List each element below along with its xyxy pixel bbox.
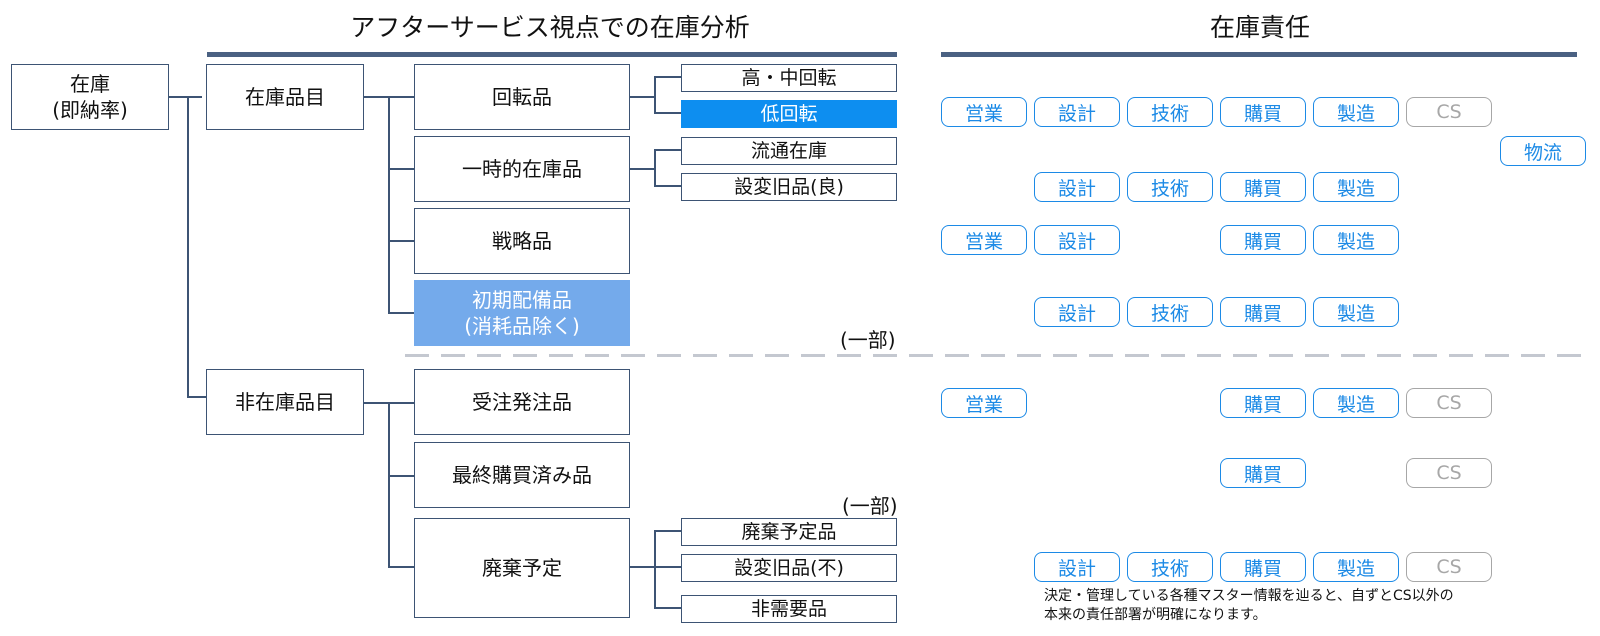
responsibility-title: 在庫責任 — [1209, 13, 1310, 42]
dept-pill-design: 設計 — [1034, 552, 1120, 582]
dept-pill-manufacturing: 製造 — [1313, 388, 1399, 418]
dept-pill-design: 設計 — [1034, 97, 1120, 127]
subitem-old-bad: 設変旧品(不) — [681, 554, 897, 582]
footnote-line1: 決定・管理している各種マスター情報を辿ると、自ずとCS以外の — [1044, 588, 1454, 604]
item-initial-line1: 初期配備品 — [472, 288, 572, 312]
dept-pill-purchase: 購買 — [1220, 458, 1306, 488]
root-line1: 在庫 — [70, 72, 110, 96]
dept-pill-purchase: 購買 — [1220, 172, 1306, 202]
dept-pill-manufacturing: 製造 — [1313, 552, 1399, 582]
subitem-distribution: 流通在庫 — [681, 137, 897, 165]
item-strategic: 戦略品 — [414, 208, 630, 274]
footnote-line2: 本来の責任部署が明確になります。 — [1044, 606, 1267, 623]
dept-pill-purchase: 購買 — [1220, 552, 1306, 582]
dept-pill-design: 設計 — [1034, 297, 1120, 327]
dept-pill-purchase: 購買 — [1220, 225, 1306, 255]
dept-pill-cs: CS — [1406, 458, 1492, 488]
category-nonstock: 非在庫品目 — [206, 369, 364, 435]
item-disposal: 廃棄予定 — [414, 518, 630, 618]
item-order: 受注発注品 — [414, 369, 630, 435]
dept-pill-sales: 営業 — [941, 388, 1027, 418]
subitem-high-mid-rotation: 高・中回転 — [681, 64, 897, 92]
dept-pill-purchase: 購買 — [1220, 297, 1306, 327]
root-line2: (即納率) — [52, 98, 128, 122]
category-stock: 在庫品目 — [206, 64, 364, 130]
item-initial-deployment: 初期配備品 (消耗品除く) — [414, 280, 630, 346]
analysis-title-bar — [207, 52, 897, 57]
dept-pill-tech: 技術 — [1127, 172, 1213, 202]
dept-pill-purchase: 購買 — [1220, 97, 1306, 127]
dept-pill-tech: 技術 — [1127, 297, 1213, 327]
dept-pill-purchase: 購買 — [1220, 388, 1306, 418]
responsibility-footnote: 決定・管理している各種マスター情報を辿ると、自ずとCS以外の 本来の責任部署が明… — [1044, 587, 1454, 625]
subitem-old-good: 設変旧品(良) — [681, 173, 897, 201]
dept-pill-manufacturing: 製造 — [1313, 297, 1399, 327]
subitem-non-demand: 非需要品 — [681, 595, 897, 623]
dept-pill-tech: 技術 — [1127, 97, 1213, 127]
subitem-low-rotation: 低回転 — [681, 100, 897, 128]
stock-separator-dashed-line — [405, 354, 1585, 357]
dept-pill-tech: 技術 — [1127, 552, 1213, 582]
subitem-disposal-planned: 廃棄予定品 — [681, 518, 897, 546]
dept-pill-sales: 営業 — [941, 97, 1027, 127]
item-rotation: 回転品 — [414, 64, 630, 130]
item-temporary: 一時的在庫品 — [414, 136, 630, 202]
item-final-purchase: 最終購買済み品 — [414, 442, 630, 508]
dept-pill-design: 設計 — [1034, 172, 1120, 202]
dept-pill-manufacturing: 製造 — [1313, 225, 1399, 255]
responsibility-title-bar — [941, 52, 1577, 57]
dept-pill-cs: CS — [1406, 97, 1492, 127]
dept-pill-design: 設計 — [1034, 225, 1120, 255]
dept-pill-sales: 営業 — [941, 225, 1027, 255]
dept-pill-cs: CS — [1406, 552, 1492, 582]
item-initial-line2: (消耗品除く) — [464, 314, 580, 338]
dept-pill-manufacturing: 製造 — [1313, 97, 1399, 127]
root-node-inventory: 在庫 (即納率) — [11, 64, 169, 130]
dept-pill-logistics: 物流 — [1500, 136, 1586, 166]
analysis-title: アフターサービス視点での在庫分析 — [350, 13, 750, 42]
partial-note-upper: (一部) — [840, 328, 896, 352]
dept-pill-cs: CS — [1406, 388, 1492, 418]
dept-pill-manufacturing: 製造 — [1313, 172, 1399, 202]
partial-note-lower: (一部) — [842, 494, 898, 518]
